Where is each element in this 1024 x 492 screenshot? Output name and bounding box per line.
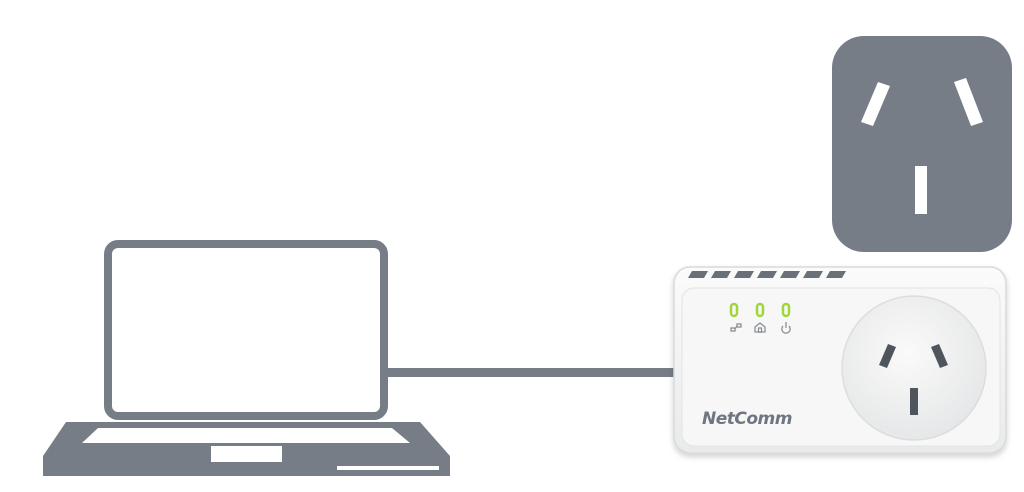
laptop-keyboard xyxy=(82,428,410,443)
pass-through-outlet xyxy=(841,295,987,441)
outlet-earth-pin xyxy=(910,388,918,415)
laptop-icon xyxy=(43,240,450,476)
status-leds xyxy=(729,302,791,318)
wall-socket-plate xyxy=(832,36,1012,252)
power-socket-icon xyxy=(832,36,1012,252)
wall-socket-left-pin xyxy=(861,82,890,126)
wall-socket-right-pin xyxy=(954,78,983,126)
outlet-right-pin xyxy=(931,344,948,368)
adapter-vents xyxy=(688,271,846,278)
power-icon xyxy=(781,322,791,334)
powerline-home-icon xyxy=(754,322,766,333)
outlet-face xyxy=(841,295,987,441)
laptop-trackpad xyxy=(211,446,282,462)
powerline-led xyxy=(755,302,765,318)
ethernet-cable xyxy=(384,368,682,377)
powerline-adapter: NetComm xyxy=(673,266,1007,454)
ethernet-icon xyxy=(730,323,742,332)
outlet-left-pin xyxy=(879,344,896,368)
wall-socket-earth-pin xyxy=(915,166,927,214)
power-led xyxy=(781,302,791,318)
laptop-screen xyxy=(104,240,388,420)
laptop-front-slot xyxy=(337,466,439,470)
ethernet-led xyxy=(729,302,739,318)
brand-logo: NetComm xyxy=(702,409,792,429)
